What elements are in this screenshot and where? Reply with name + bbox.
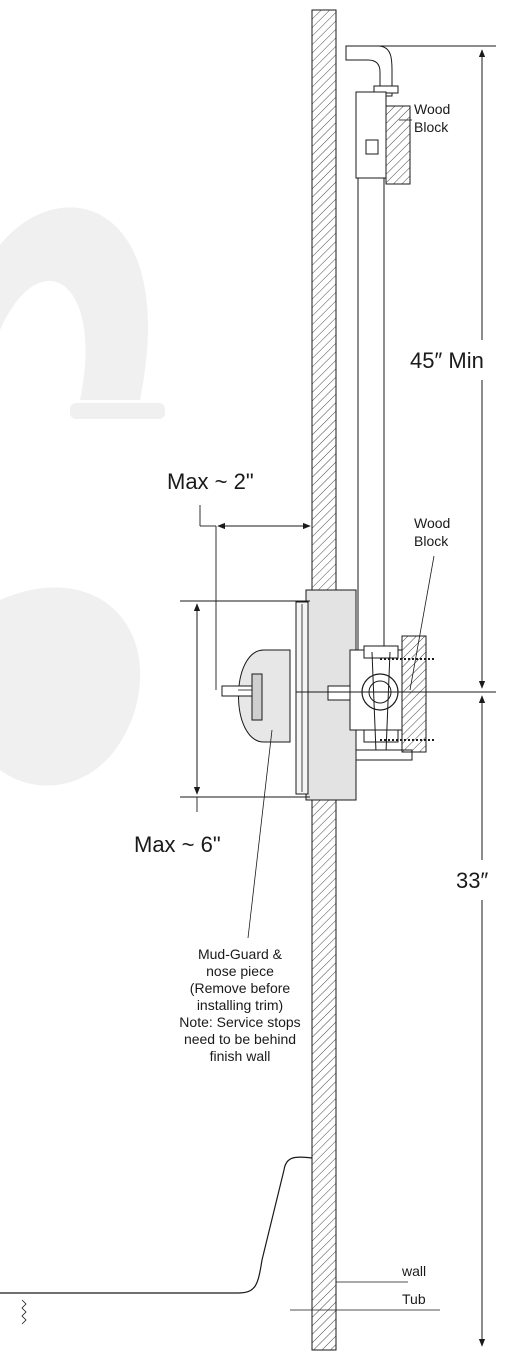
mud-guard <box>295 589 357 801</box>
wood-block-top-label-1: Wood <box>414 101 450 117</box>
dimension-max-2 <box>199 505 311 690</box>
note-line-1: Mud-Guard & <box>198 946 283 962</box>
wood-block-mid-label-2: Block <box>414 533 449 549</box>
dimension-33-label: 33″ <box>456 868 488 893</box>
wood-block-middle <box>401 635 427 753</box>
riser-pipe <box>345 45 399 651</box>
nose-piece <box>221 649 291 743</box>
dimension-45-min-label: 45″ Min <box>410 348 484 373</box>
note-line-7: finish wall <box>210 1048 271 1064</box>
note-line-3: (Remove before <box>190 980 291 996</box>
wood-block-top-label-2: Block <box>414 119 449 135</box>
dimension-max-6 <box>180 600 310 812</box>
wood-block-mid-label-1: Wood <box>414 515 450 531</box>
tub-label: Tub <box>402 1291 426 1307</box>
max-2-label: Max ~ 2" <box>167 469 254 494</box>
dimension-45-min <box>346 45 496 689</box>
wall-label: wall <box>401 1263 426 1279</box>
note-line-2: nose piece <box>206 963 274 979</box>
leader-lines <box>247 119 440 1311</box>
wood-block-top <box>385 105 411 185</box>
max-6-label: Max ~ 6" <box>134 832 221 857</box>
note-line-5: Note: Service stops <box>179 1014 300 1030</box>
watermark-logo <box>0 207 165 786</box>
note-line-6: need to be behind <box>184 1031 296 1047</box>
tub-outline <box>0 1156 313 1325</box>
note-line-4: installing trim) <box>197 997 283 1013</box>
mud-guard-note: Mud-Guard & nose piece (Remove before in… <box>179 946 300 1064</box>
